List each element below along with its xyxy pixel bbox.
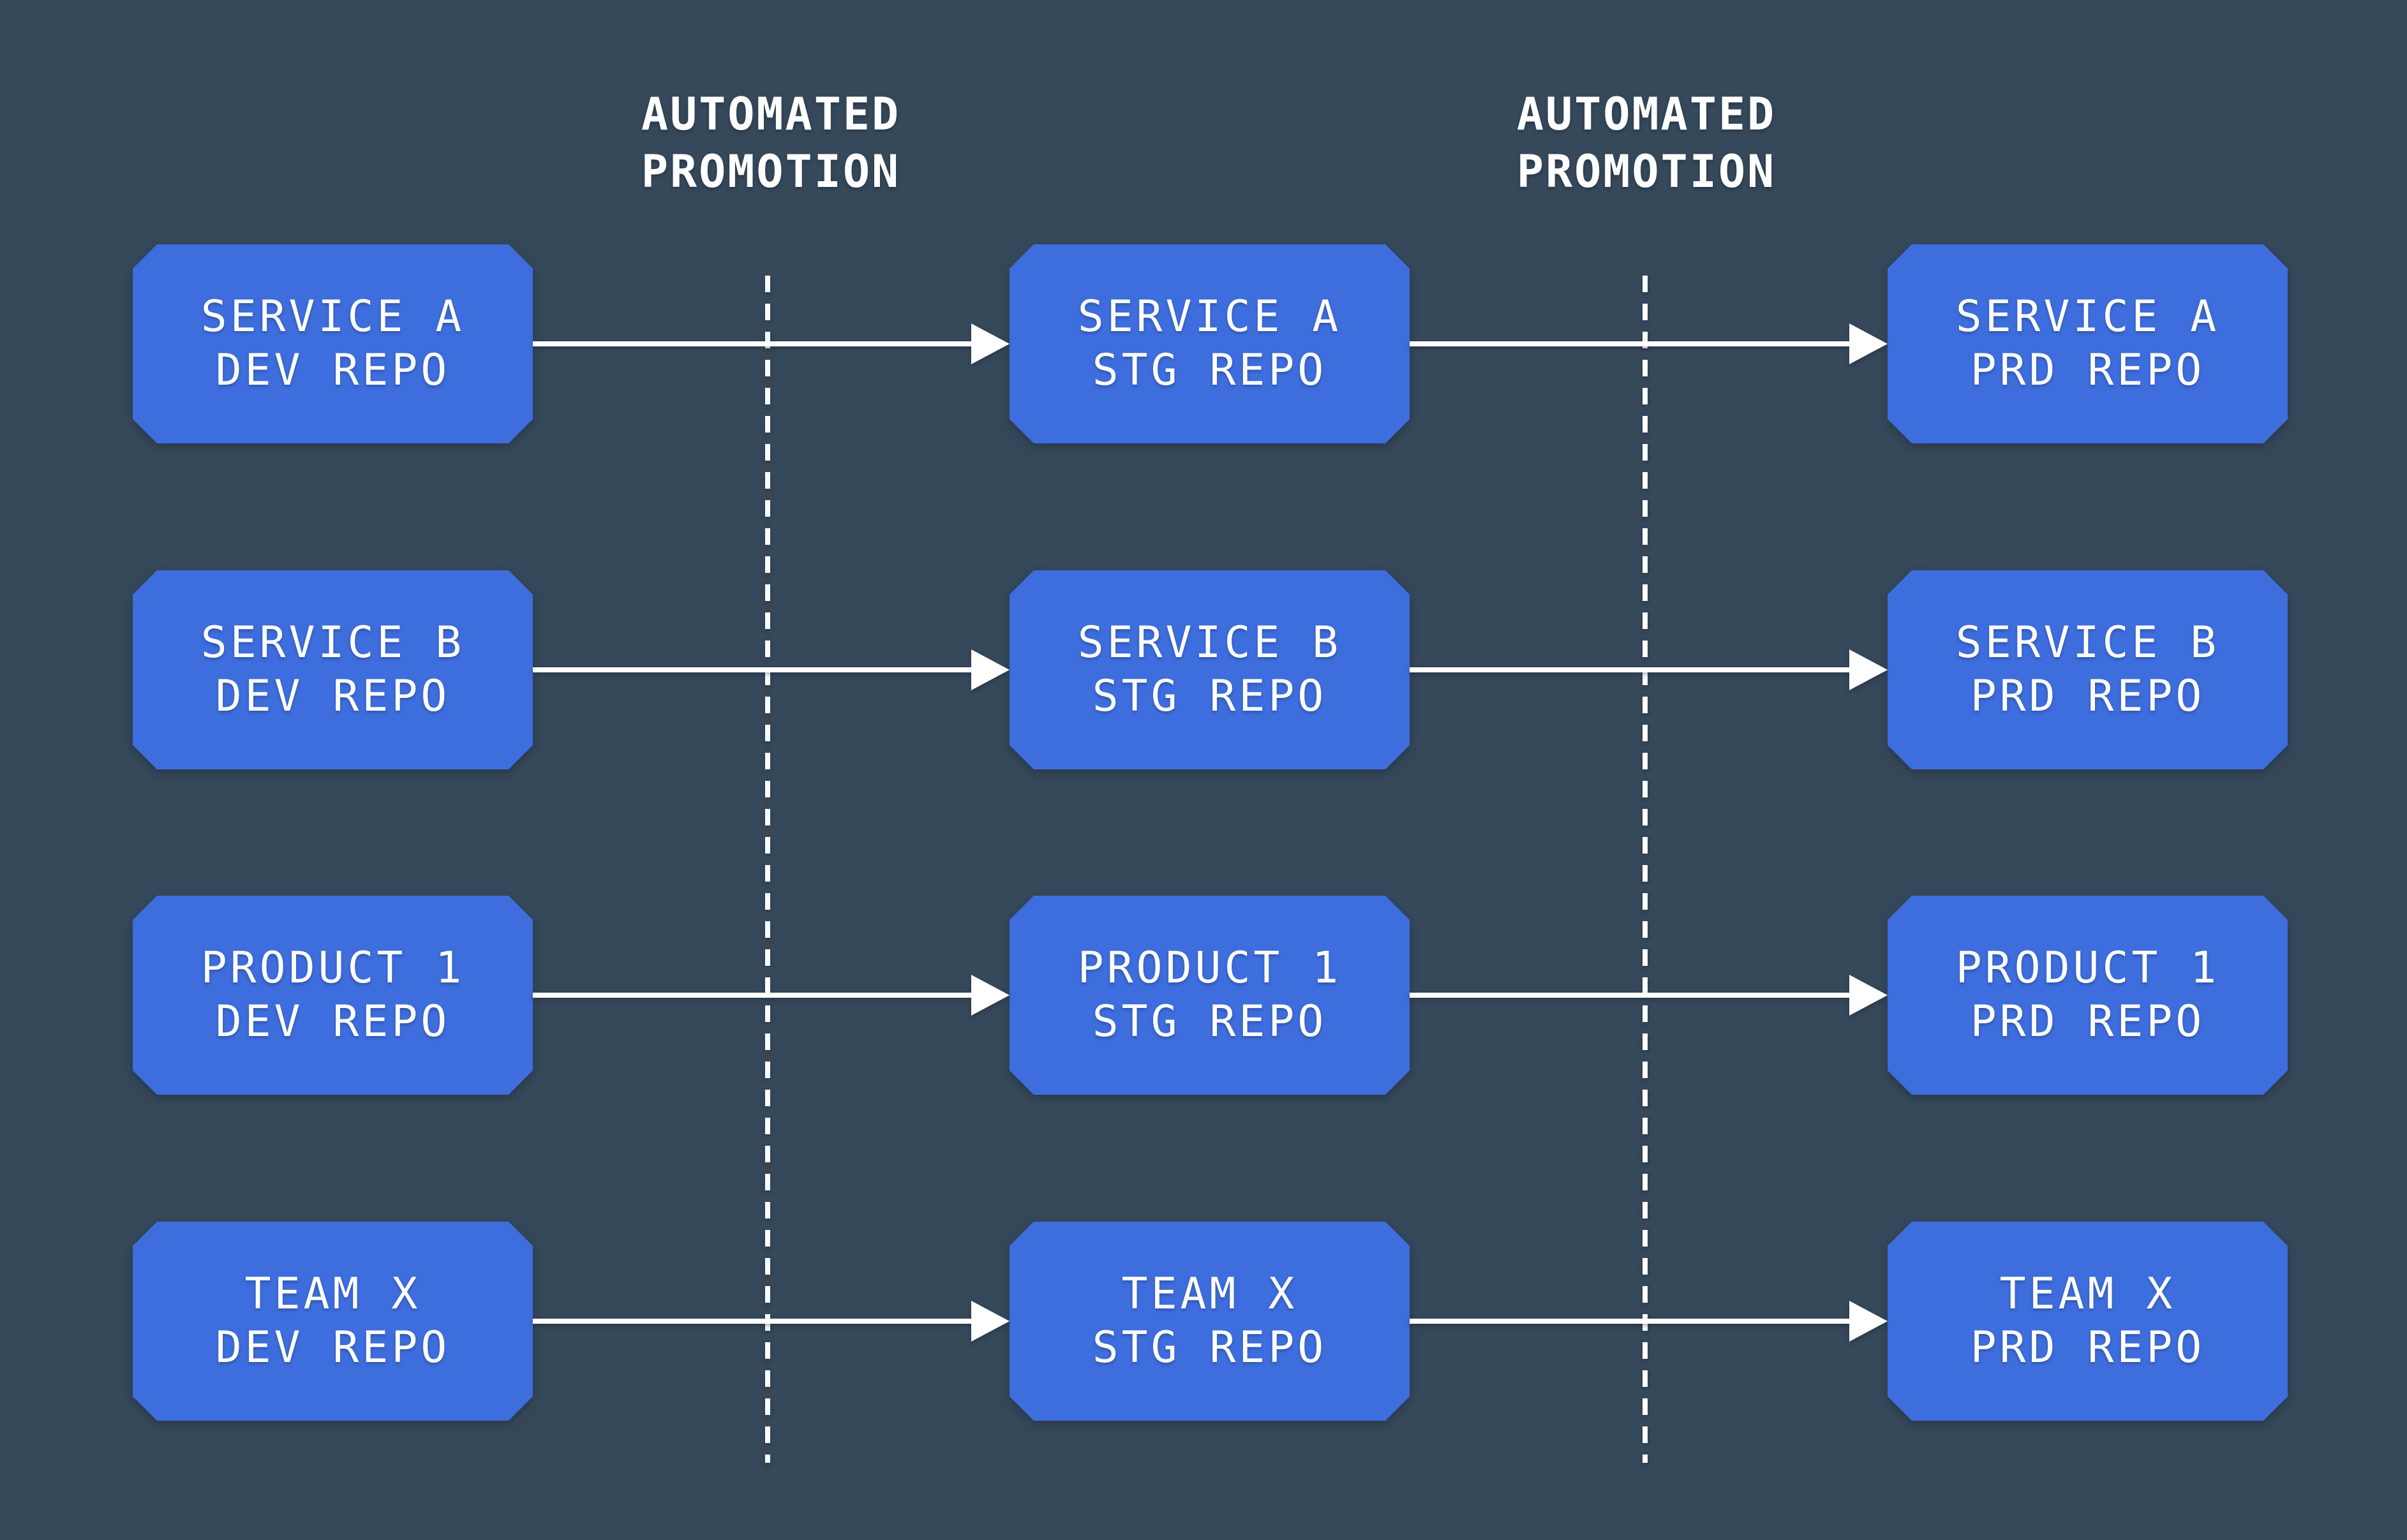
- arrow-service-b-stg-to-prd: [1410, 649, 1888, 690]
- node-label: TEAM X: [1999, 1269, 2176, 1319]
- node-label: PRODUCT 1: [1955, 943, 2220, 993]
- node-label: TEAM X: [244, 1269, 421, 1319]
- node-label: DEV REPO: [215, 671, 451, 722]
- node-label: DEV REPO: [215, 345, 451, 396]
- arrow-shaft: [533, 993, 976, 998]
- node-label: SERVICE A: [1955, 292, 2220, 342]
- node-label: SERVICE B: [200, 618, 465, 668]
- arrow-shaft: [533, 341, 976, 346]
- node-label: PRODUCT 1: [200, 943, 465, 993]
- node-label: TEAM X: [1121, 1269, 1298, 1319]
- arrow-head-icon: [1849, 1301, 1888, 1342]
- label-line: AUTOMATED: [1516, 88, 1777, 140]
- node-label: STG REPO: [1092, 1322, 1327, 1373]
- node-label: DEV REPO: [215, 996, 451, 1047]
- arrow-shaft: [1410, 667, 1854, 672]
- arrow-head-icon: [971, 1301, 1010, 1342]
- label-line: PROMOTION: [1516, 145, 1777, 198]
- arrow-head-icon: [1849, 323, 1888, 364]
- promotion-boundary-dashed-line-2: [1643, 276, 1648, 1463]
- node-label: PRD REPO: [1970, 996, 2205, 1047]
- arrow-shaft: [1410, 1319, 1854, 1324]
- automated-promotion-label-1: AUTOMATED PROMOTION: [548, 85, 994, 200]
- node-label: STG REPO: [1092, 671, 1327, 722]
- arrow-service-b-dev-to-stg: [533, 649, 1010, 690]
- label-line: PROMOTION: [641, 145, 901, 198]
- arrow-head-icon: [971, 649, 1010, 690]
- automated-promotion-label-2: AUTOMATED PROMOTION: [1423, 85, 1870, 200]
- arrow-service-a-stg-to-prd: [1410, 323, 1888, 364]
- arrow-team-x-stg-to-prd: [1410, 1301, 1888, 1342]
- node-label: PRD REPO: [1970, 671, 2205, 722]
- arrow-shaft: [1410, 341, 1854, 346]
- promotion-boundary-dashed-line-1: [765, 276, 770, 1463]
- arrow-head-icon: [971, 323, 1010, 364]
- node-label: SERVICE B: [1955, 618, 2220, 668]
- arrow-shaft: [533, 667, 976, 672]
- node-label: SERVICE A: [200, 292, 465, 342]
- node-label: PRD REPO: [1970, 345, 2205, 396]
- arrow-shaft: [1410, 993, 1854, 998]
- node-label: PRODUCT 1: [1077, 943, 1342, 993]
- node-label: PRD REPO: [1970, 1322, 2205, 1373]
- arrow-head-icon: [971, 975, 1010, 1016]
- node-label: SERVICE B: [1077, 618, 1342, 668]
- node-label: DEV REPO: [215, 1322, 451, 1373]
- label-line: AUTOMATED: [641, 88, 901, 140]
- arrow-service-a-dev-to-stg: [533, 323, 1010, 364]
- arrow-shaft: [533, 1319, 976, 1324]
- arrow-head-icon: [1849, 975, 1888, 1016]
- arrow-product-1-dev-to-stg: [533, 975, 1010, 1016]
- node-label: SERVICE A: [1077, 292, 1342, 342]
- arrow-product-1-stg-to-prd: [1410, 975, 1888, 1016]
- node-label: STG REPO: [1092, 345, 1327, 396]
- arrow-team-x-dev-to-stg: [533, 1301, 1010, 1342]
- arrow-head-icon: [1849, 649, 1888, 690]
- node-label: STG REPO: [1092, 996, 1327, 1047]
